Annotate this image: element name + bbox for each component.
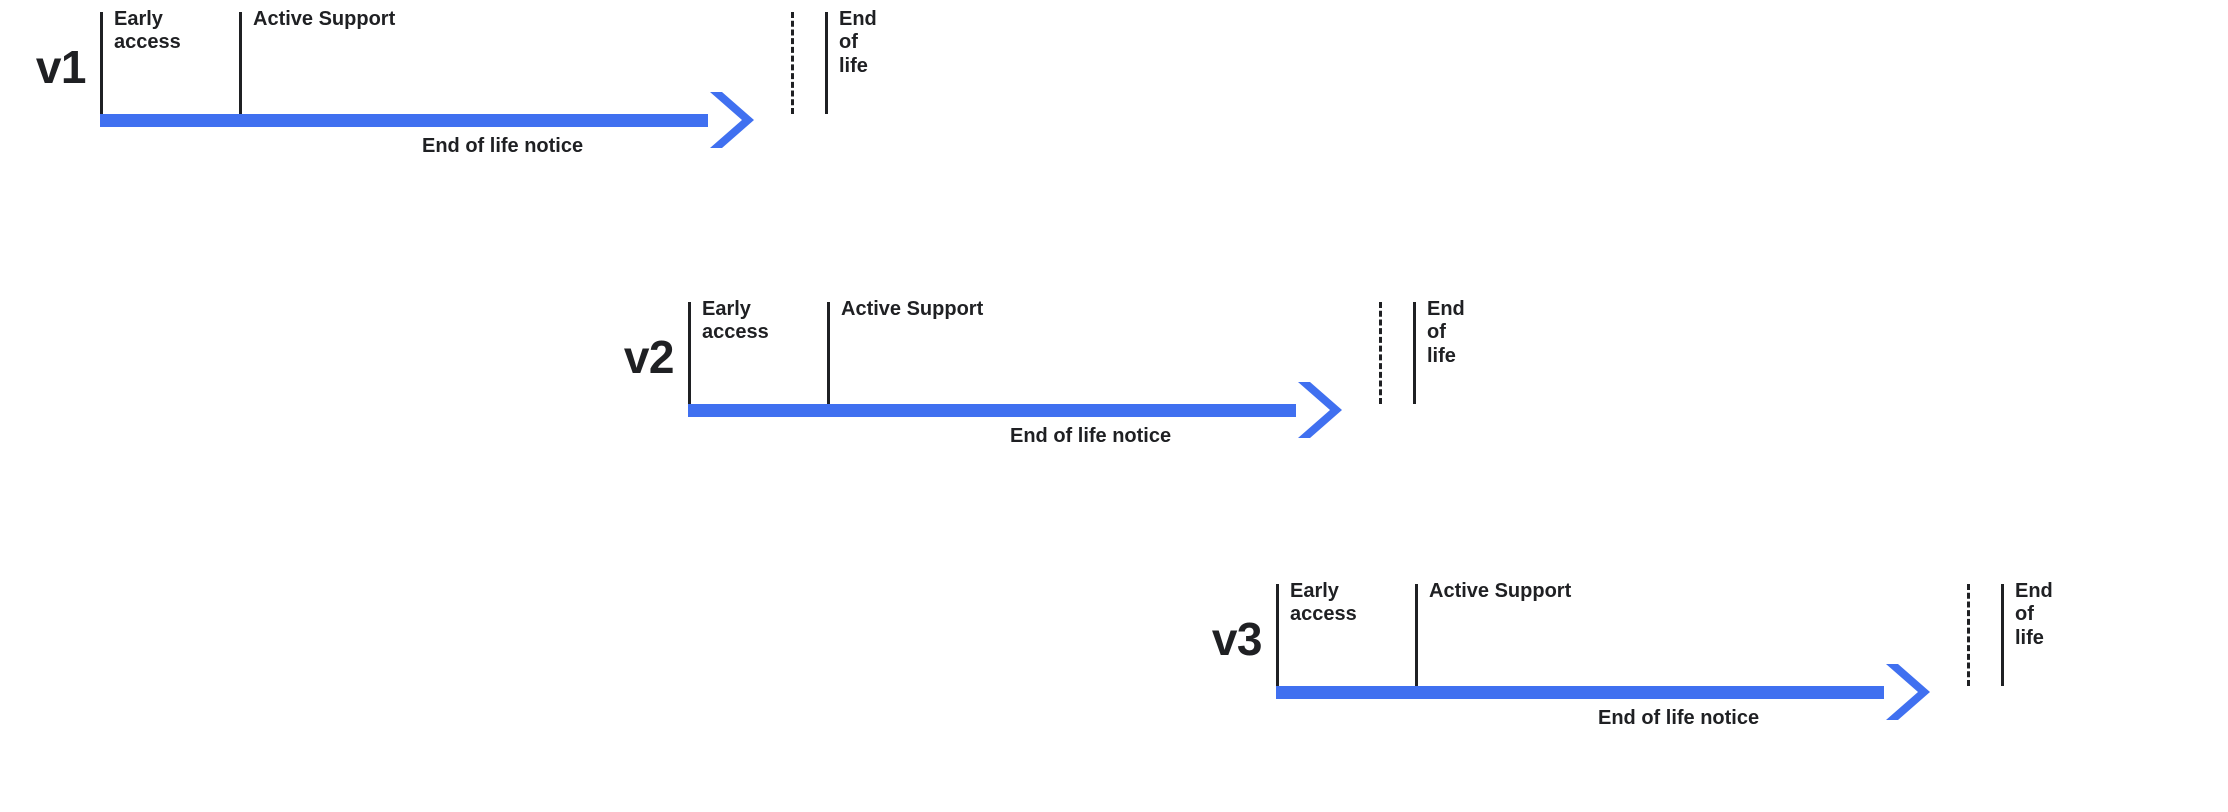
lifecycle-bar — [1276, 686, 1884, 699]
end-of-life-notice-label: End of life notice — [1010, 425, 1172, 447]
end-of-life-notice-label: End of life notice — [422, 135, 584, 157]
phase-divider — [2001, 584, 2004, 686]
version-label: v1 — [35, 41, 87, 93]
version-label: v3 — [1211, 613, 1263, 665]
phase-label: Active Support — [253, 8, 396, 30]
arrow-right-icon — [702, 88, 768, 154]
end-of-life-notice-label: End of life notice — [1598, 707, 1760, 729]
arrow-right-icon — [1878, 660, 1944, 726]
phase-divider-dashed — [1967, 584, 1970, 686]
phase-label: Active Support — [841, 298, 984, 320]
phase-label: Early access — [702, 298, 769, 344]
phase-label: Active Support — [1429, 580, 1572, 602]
phase-divider-dashed — [791, 12, 794, 114]
phase-divider — [239, 12, 242, 114]
lifecycle-bar — [688, 404, 1296, 417]
phase-divider — [100, 12, 103, 114]
phase-divider — [1415, 584, 1418, 686]
phase-label: End of life — [839, 8, 877, 77]
phase-divider-dashed — [1379, 302, 1382, 404]
phase-label: End of life — [2015, 580, 2053, 649]
phase-divider — [688, 302, 691, 404]
phase-label: Early access — [114, 8, 181, 54]
phase-divider — [1276, 584, 1279, 686]
arrow-right-icon — [1290, 378, 1356, 444]
phase-label: End of life — [1427, 298, 1465, 367]
phase-divider — [1413, 302, 1416, 404]
phase-label: Early access — [1290, 580, 1357, 626]
phase-divider — [827, 302, 830, 404]
lifecycle-bar — [100, 114, 708, 127]
phase-divider — [825, 12, 828, 114]
version-label: v2 — [623, 331, 675, 383]
